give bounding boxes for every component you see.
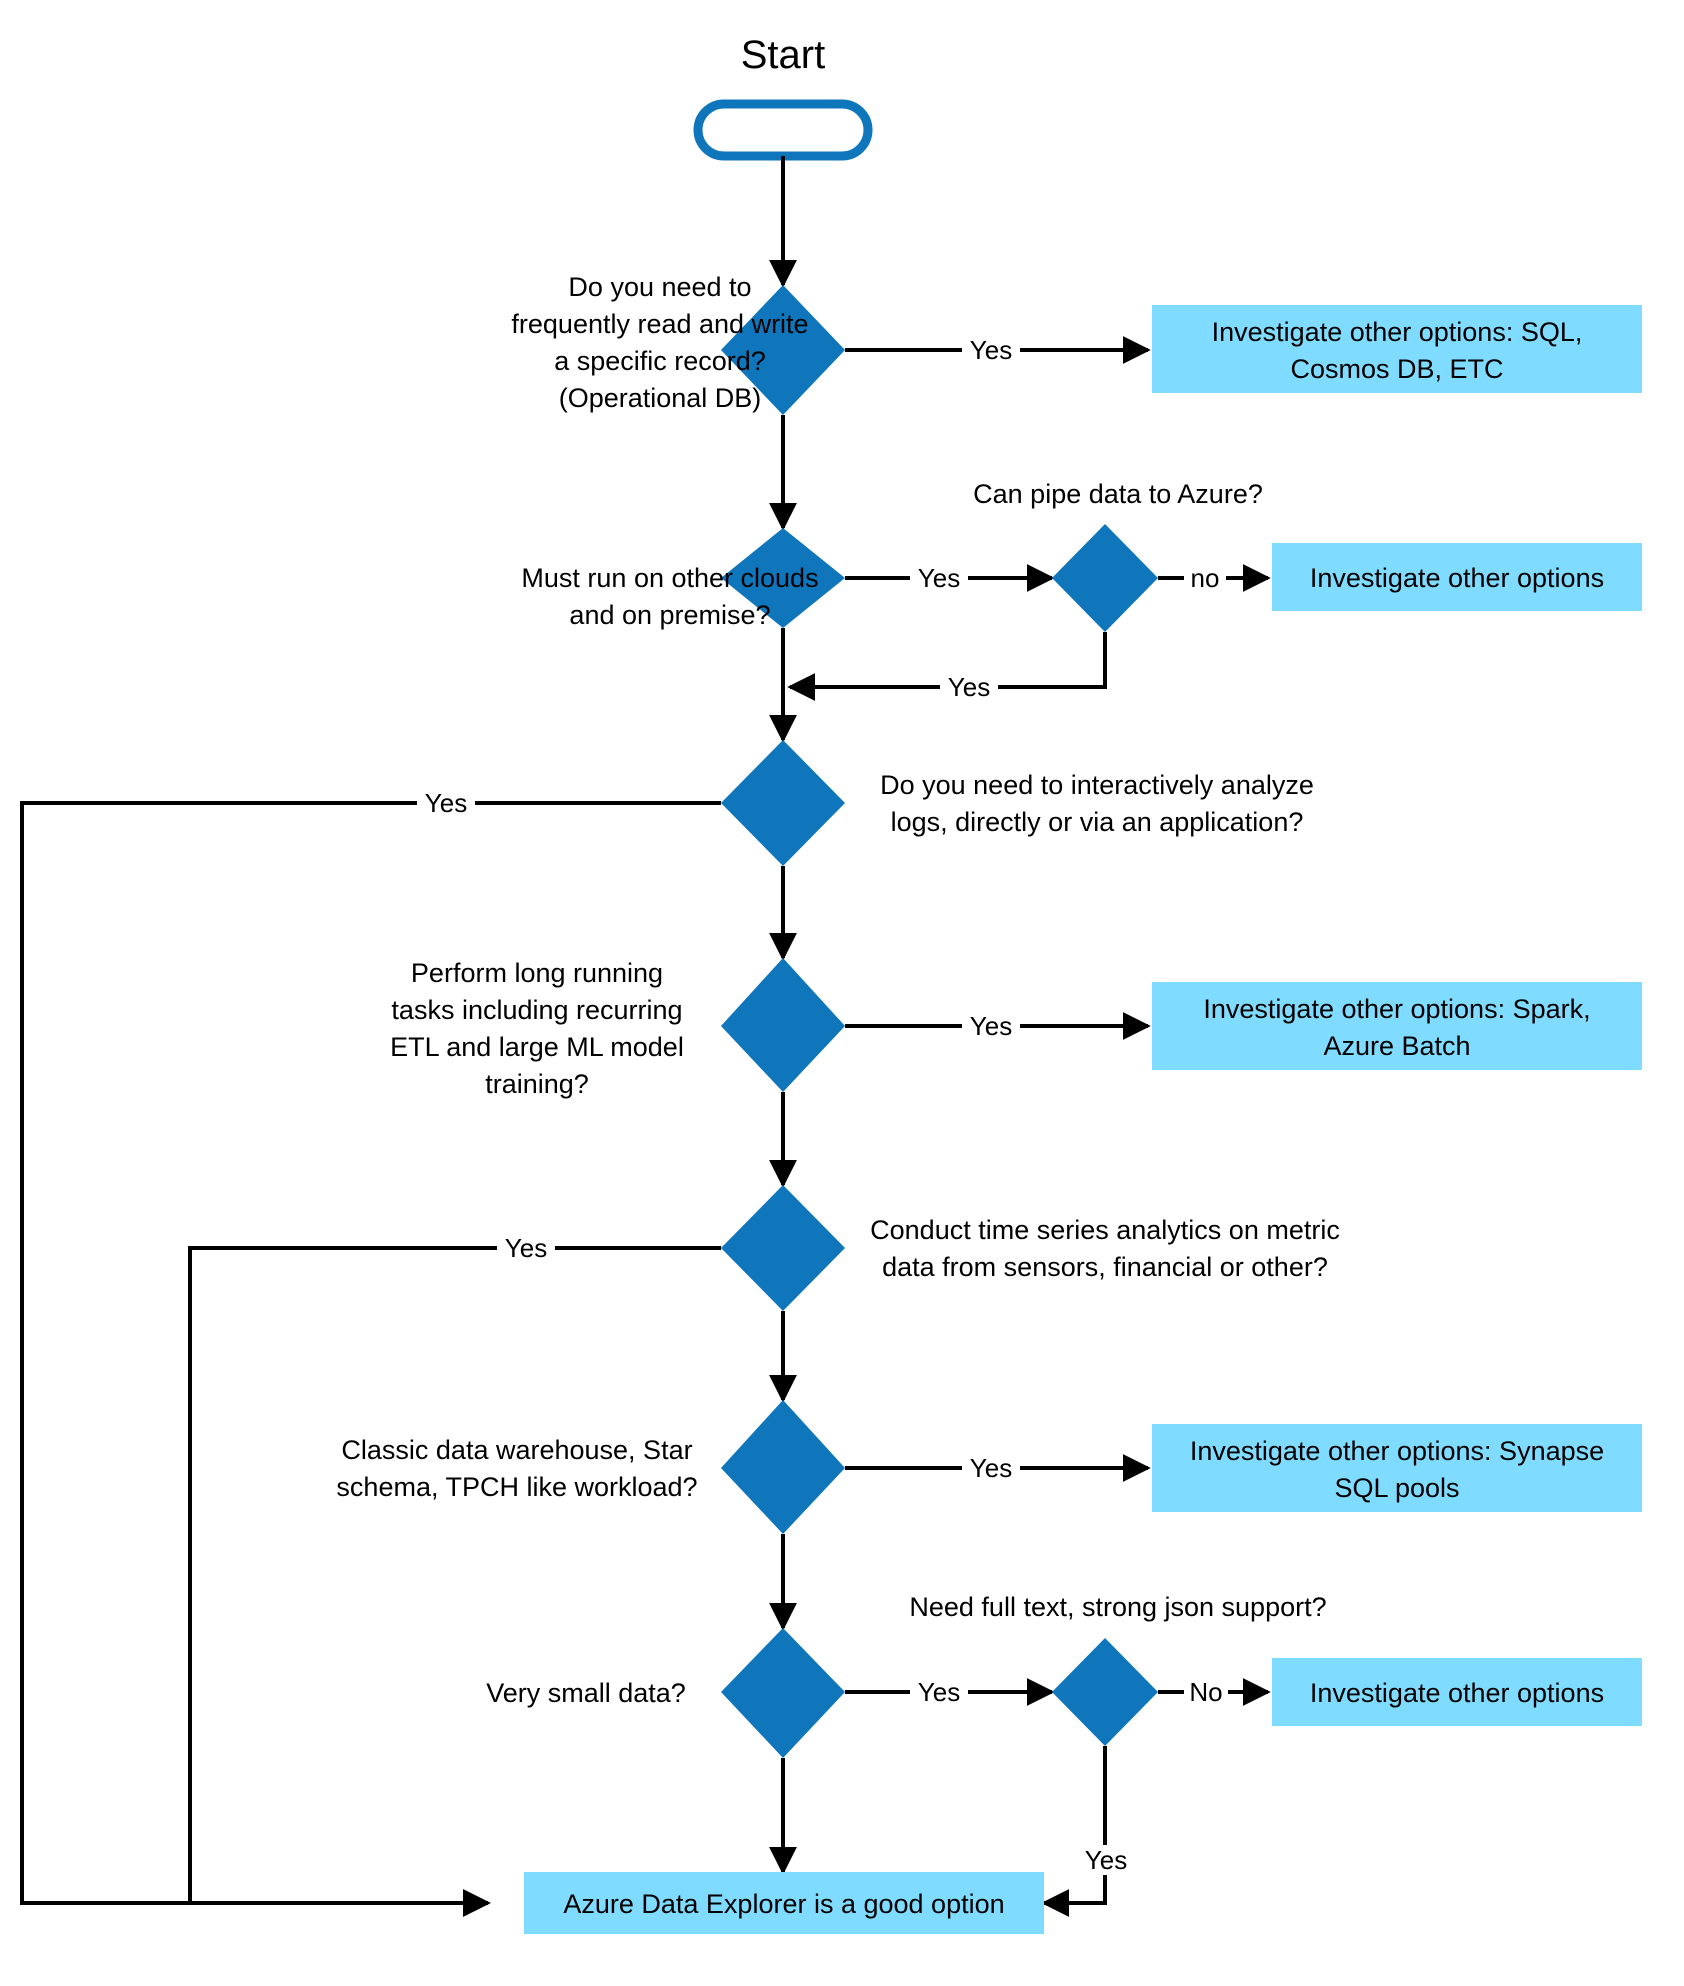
svg-text:ETL and large ML model: ETL and large ML model (390, 1032, 684, 1062)
decision-interactive-logs[interactable] (721, 740, 845, 866)
svg-text:Investigate other options: Investigate other options (1310, 1678, 1604, 1708)
svg-text:Very small data?: Very small data? (486, 1678, 686, 1708)
decision-time-series[interactable] (721, 1185, 845, 1311)
decision-other-clouds[interactable] (721, 528, 845, 628)
edge-label-bg (962, 1453, 1020, 1483)
edge-label-bg (910, 1677, 968, 1707)
decision-classic-dw[interactable] (721, 1400, 845, 1534)
svg-text:Investigate other options: Spa: Investigate other options: Spark, (1203, 994, 1590, 1024)
svg-text:Do you need to interactively a: Do you need to interactively analyze (880, 770, 1314, 800)
svg-text:Can pipe data to Azure?: Can pipe data to Azure? (973, 479, 1263, 509)
edge-label-d6-yes: Yes (970, 1453, 1012, 1483)
edge-label-d7b-no: No (1189, 1677, 1222, 1707)
callout-spark-batch-label: Investigate other options: Spark, Azure … (1203, 994, 1590, 1061)
svg-text:and on premise?: and on premise? (569, 600, 770, 630)
edge-label-bg (1184, 563, 1226, 593)
edge-label-d4-yes: Yes (970, 1011, 1012, 1041)
callout-investigate-other-2-label: Investigate other options (1310, 1678, 1604, 1708)
svg-text:SQL pools: SQL pools (1334, 1473, 1459, 1503)
svg-text:data from sensors, financial o: data from sensors, financial or other? (882, 1252, 1328, 1282)
decision-very-small-data[interactable] (721, 1628, 845, 1758)
edge-label-bg (1184, 1677, 1228, 1707)
callout-synapse-pools[interactable] (1152, 1424, 1642, 1512)
svg-text:Cosmos DB, ETC: Cosmos DB, ETC (1290, 354, 1503, 384)
edge-label-d3-yes: Yes (425, 788, 467, 818)
edge-d5-yes-to-result (188, 1246, 721, 1917)
svg-text:Azure Data Explorer is a good: Azure Data Explorer is a good option (563, 1889, 1004, 1919)
edge-d7b-yes-to-result (1041, 1746, 1107, 1917)
decision-pipe-to-azure[interactable] (1052, 524, 1158, 632)
decision-operational-db[interactable] (721, 285, 845, 415)
edge-label-bg (417, 788, 475, 818)
svg-text:Azure Batch: Azure Batch (1323, 1031, 1470, 1061)
callout-investigate-other-1[interactable] (1272, 543, 1642, 611)
callout-investigate-other-1-label: Investigate other options (1310, 563, 1604, 593)
edge-label-bg (910, 563, 968, 593)
decision-interactive-logs-label: Do you need to interactively analyze log… (880, 770, 1314, 837)
edge-label-d2-yes: Yes (918, 563, 960, 593)
decision-full-text-json-label: Need full text, strong json support? (909, 1592, 1326, 1622)
decision-long-running-tasks[interactable] (721, 958, 845, 1092)
edge-label-bg (962, 1011, 1020, 1041)
svg-text:Classic data warehouse, Star: Classic data warehouse, Star (341, 1435, 692, 1465)
decision-operational-db-label: Do you need to frequently read and write… (511, 272, 808, 413)
callout-spark-batch[interactable] (1152, 982, 1642, 1070)
decision-time-series-label: Conduct time series analytics on metric … (870, 1215, 1340, 1282)
callout-sql-cosmos[interactable] (1152, 305, 1642, 393)
svg-text:(Operational DB): (Operational DB) (559, 383, 762, 413)
callout-investigate-other-2[interactable] (1272, 1658, 1642, 1726)
page-title: Start (741, 33, 825, 77)
svg-text:Investigate other options: Investigate other options (1310, 563, 1604, 593)
edge-label-bg (1077, 1845, 1135, 1875)
svg-text:Investigate other options: SQL: Investigate other options: SQL, (1212, 317, 1583, 347)
start-terminator[interactable] (693, 99, 873, 161)
edge-label-d7b-yes: Yes (1085, 1845, 1127, 1875)
edge-label-bg (940, 672, 998, 702)
decision-full-text-json[interactable] (1052, 1638, 1158, 1746)
svg-text:tasks including recurring: tasks including recurring (391, 995, 682, 1025)
edge-label-d2b-no: no (1191, 563, 1220, 593)
svg-text:Investigate other options: Syn: Investigate other options: Synapse (1190, 1436, 1604, 1466)
svg-text:Must run on other clouds: Must run on other clouds (521, 563, 818, 593)
svg-text:schema, TPCH like workload?: schema, TPCH like workload? (336, 1472, 697, 1502)
svg-text:Do you need to: Do you need to (568, 272, 751, 302)
result-box-adx-label: Azure Data Explorer is a good option (563, 1889, 1004, 1919)
decision-classic-dw-label: Classic data warehouse, Star schema, TPC… (336, 1435, 697, 1502)
decision-very-small-data-label: Very small data? (486, 1678, 686, 1708)
edge-label-d5-yes: Yes (505, 1233, 547, 1263)
callout-sql-cosmos-label: Investigate other options: SQL, Cosmos D… (1212, 317, 1583, 384)
edge-label-bg (962, 335, 1020, 365)
edge-label-d2b-yes: Yes (948, 672, 990, 702)
edge-label-d1-yes: Yes (970, 335, 1012, 365)
svg-text:frequently read and write: frequently read and write (511, 309, 808, 339)
decision-other-clouds-label: Must run on other clouds and on premise? (521, 563, 818, 630)
edge-label-d7-yes: Yes (918, 1677, 960, 1707)
svg-text:logs, directly or via an appli: logs, directly or via an application? (891, 807, 1304, 837)
svg-text:Perform long running: Perform long running (411, 958, 663, 988)
callout-synapse-pools-label: Investigate other options: Synapse SQL p… (1190, 1436, 1604, 1503)
svg-text:a specific record?: a specific record? (554, 346, 766, 376)
svg-text:training?: training? (485, 1069, 589, 1099)
edge-label-bg (497, 1233, 555, 1263)
svg-text:Need full text, strong json su: Need full text, strong json support? (909, 1592, 1326, 1622)
decision-long-running-tasks-label: Perform long running tasks including rec… (390, 958, 684, 1099)
decision-pipe-to-azure-label: Can pipe data to Azure? (973, 479, 1263, 509)
result-box-adx[interactable] (524, 1872, 1044, 1934)
edge-d2b-yes-loopback (787, 632, 1107, 701)
svg-text:Conduct time series analytics: Conduct time series analytics on metric (870, 1215, 1340, 1245)
